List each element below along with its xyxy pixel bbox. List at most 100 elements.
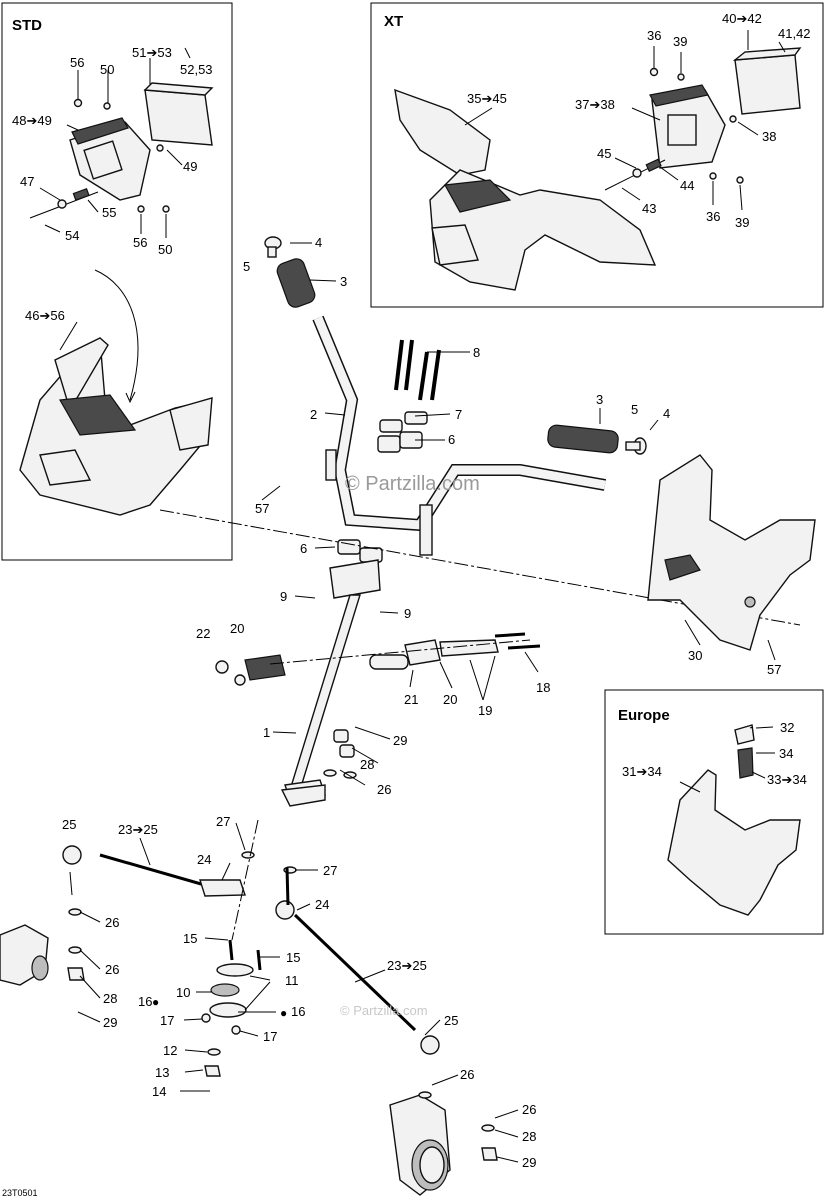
callout: 17 [160,1013,174,1028]
std-screw-50 [103,102,111,110]
std-screw-50b [162,205,170,213]
callout: 57 [255,501,269,516]
callout: 1 [263,725,270,740]
callout: 8 [473,345,480,360]
callout: 16 [291,1004,305,1019]
callout: 56 [70,55,84,70]
callout: 28 [360,757,374,772]
callout: 40➔42 [722,11,762,26]
std-instrument-housing [69,117,151,201]
xt-section-title: XT [384,13,403,30]
handlebar-clamps [329,411,428,599]
callout: 10 [176,985,190,1000]
callout: 29 [103,1015,117,1030]
grip-left [264,236,316,308]
callout: 25 [62,817,76,832]
callout: 39 [735,215,749,230]
callout: 24 [197,852,211,867]
callout: 56 [133,235,147,250]
std-section-title: STD [12,17,42,34]
handlebar [312,315,607,532]
callout: 47 [20,174,34,189]
handlebar-bracket [325,449,433,556]
image-code: 23T0501 [2,1188,38,1198]
watermark-corner: © Partzilla.com [340,1003,428,1018]
callout: 18 [536,680,550,695]
callout: 6 [300,541,307,556]
callout: 11 [285,973,299,988]
callout: 46➔56 [25,308,65,323]
callout: 23➔25 [118,822,158,837]
callout: 33➔34 [767,772,807,787]
callout: 20 [443,692,457,707]
callout: 38 [762,129,776,144]
callout: 4 [663,406,670,421]
callout: 41,42 [778,26,811,41]
callout: 37➔38 [575,97,615,112]
std-nut-49 [156,144,164,152]
callout: 28 [522,1129,536,1144]
xt-gauge-unit [732,47,802,115]
callout: 43 [642,201,656,216]
europe-section-title: Europe [618,707,670,724]
callout: 51➔53 [132,45,172,60]
xt-screw-39 [677,73,685,81]
lower-column-parts [241,729,357,874]
callout: 26 [105,962,119,977]
callout: 27 [216,814,230,829]
callout: 3 [340,274,347,289]
callout: 16 [138,994,152,1009]
callout: 26 [105,915,119,930]
callout: 4 [315,235,322,250]
callout: 39 [673,34,687,49]
callout: 57 [767,662,781,677]
steering-knuckle-right [389,1091,498,1196]
callout: 36 [706,209,720,224]
callout: 6 [448,432,455,447]
std-washer-47 [57,199,67,209]
steering-knuckle-left [0,871,85,986]
xt-nut-38 [729,115,737,123]
callout: 25 [444,1013,458,1028]
europe-fairing [667,724,801,916]
callout: 55 [102,205,116,220]
callout: 36 [647,28,661,43]
callout: 5 [631,402,638,417]
callout: 26 [460,1067,474,1082]
callout: ● [152,995,159,1009]
std-nut-56 [137,205,145,213]
xt-screw-39b [736,176,744,184]
callout: 5 [243,259,250,274]
linkage-parts [215,632,541,686]
callout: 27 [323,863,337,878]
callout: 28 [103,991,117,1006]
callout: 2 [310,407,317,422]
callout: 50 [100,62,114,77]
callout: 9 [280,589,287,604]
xt-instrument-housing [649,84,726,169]
handlebar-bolts [394,339,441,401]
grip-right [547,424,647,455]
europe-section-box [604,689,824,935]
callout: 15 [183,931,197,946]
callout: 50 [158,242,172,257]
callout: 34 [779,746,793,761]
callout: 48➔49 [12,113,52,128]
callout: 26 [522,1102,536,1117]
std-leader-curve [94,269,139,401]
callout: 17 [263,1029,277,1044]
std-screw-56 [73,98,83,108]
callout: 22 [196,626,210,641]
xt-nut-36b [709,172,717,180]
callout: 9 [404,606,411,621]
std-gauge-unit [143,82,214,146]
callout: 15 [286,950,300,965]
steering-column [284,594,361,801]
xt-washer-45 [632,168,642,178]
callout: ● [280,1006,287,1020]
std-front-fairing [19,337,213,516]
rear-fairing-30 [647,454,816,651]
callout: 24 [315,897,329,912]
xt-fairing-assembly [394,88,657,291]
